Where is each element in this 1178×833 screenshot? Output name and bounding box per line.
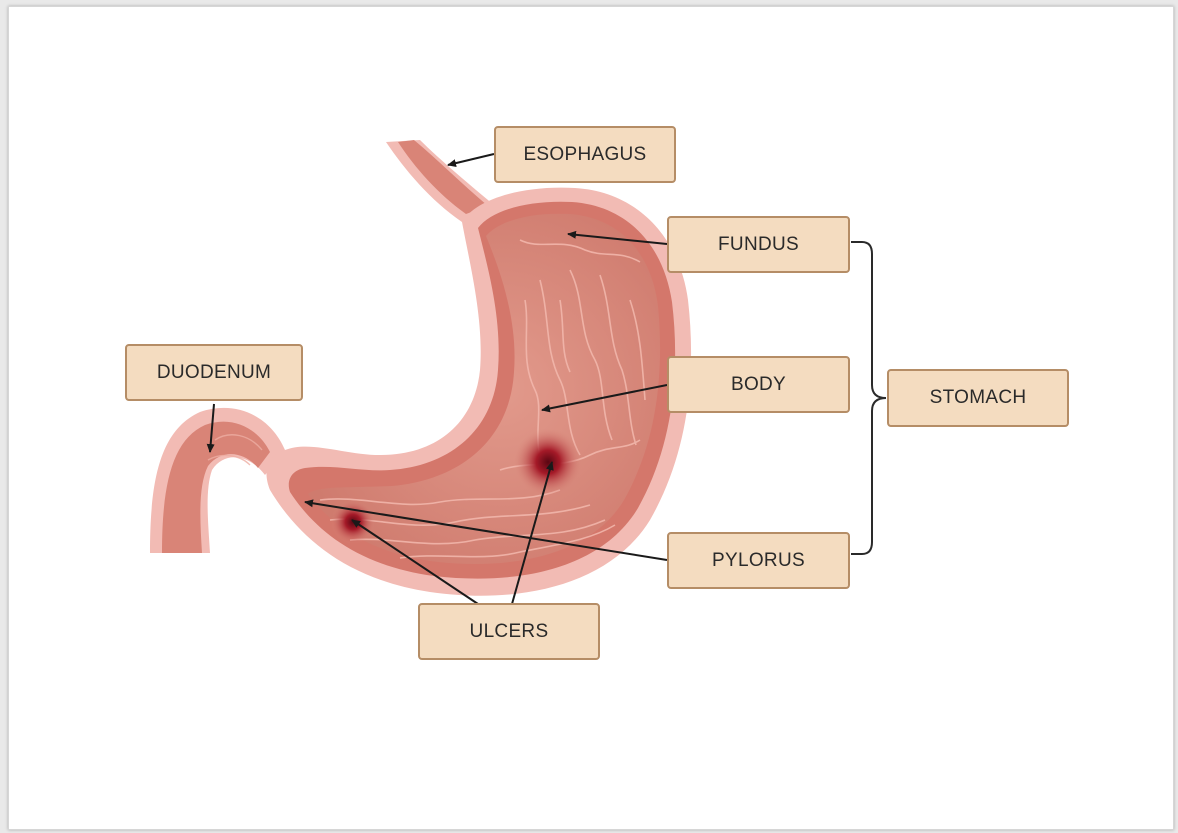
pylorus-label: PYLORUS <box>667 532 850 589</box>
body-label: BODY <box>667 356 850 413</box>
stomach-bracket <box>851 242 886 554</box>
duodenum-label: DUODENUM <box>125 344 303 401</box>
fundus-label: FUNDUS <box>667 216 850 273</box>
ulcer-lesion-large <box>514 428 582 496</box>
ulcers-label: ULCERS <box>418 603 600 660</box>
esophagus-pointer <box>448 154 494 165</box>
duodenum-shape <box>150 408 285 553</box>
stomach-label: STOMACH <box>887 369 1069 427</box>
esophagus-label: ESOPHAGUS <box>494 126 676 183</box>
